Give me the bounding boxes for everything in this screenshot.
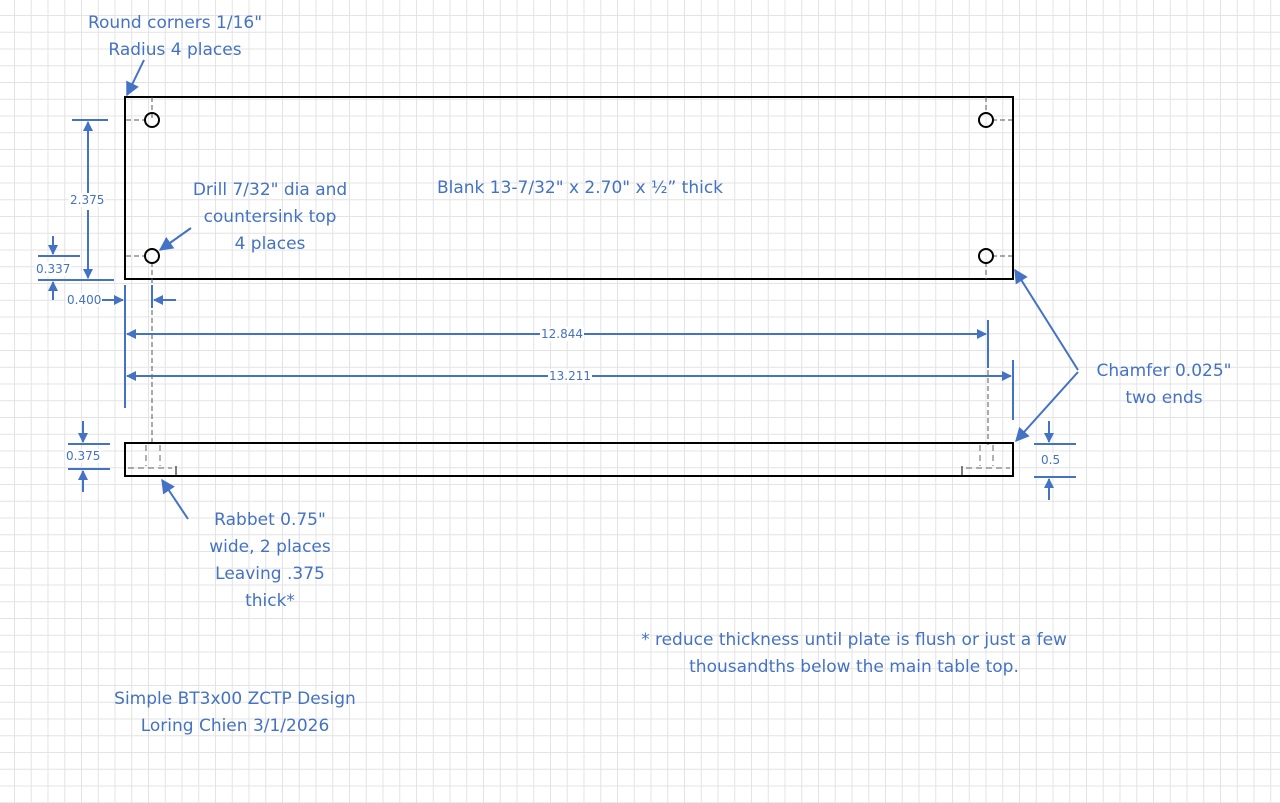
leader-rabbet: [161, 478, 189, 520]
dim-rabbet-thickness: 0.375: [65, 449, 102, 463]
title-block: Simple BT3x00 ZCTP Design Loring Chien 3…: [100, 686, 370, 740]
hole-bottom-right: [978, 248, 994, 264]
hole-top-left: [144, 112, 160, 128]
dim-hole-spacing-horizontal: 12.844: [540, 327, 584, 341]
note-drill-line1: Drill 7/32" dia and: [192, 180, 348, 200]
note-round-corners-line1: Round corners 1/16": [87, 13, 263, 33]
blank-outline-top: [124, 96, 1014, 280]
note-rabbet-line2: wide, 2 places: [209, 537, 331, 557]
note-footnote: * reduce thickness until plate is flush …: [604, 627, 1104, 681]
hole-centerline-extension: [151, 262, 989, 445]
leader-arrows: [126, 59, 1079, 520]
note-rabbet-line1: Rabbet 0.75": [214, 510, 326, 530]
dimension-lines: [38, 119, 1076, 500]
leader-chamfer-bottom: [1015, 371, 1079, 443]
note-rabbet-line4: thick*: [245, 591, 295, 611]
side-view: [124, 442, 1014, 477]
dim-hole-spacing-vertical: 2.375: [69, 193, 106, 207]
leader-chamfer-top: [1014, 268, 1079, 371]
title-block-line2: Loring Chien 3/1/2026: [140, 716, 330, 736]
leader-round-corners: [126, 59, 145, 97]
blank-outline-side: [124, 442, 1014, 477]
note-drill-line3: 4 places: [234, 234, 306, 254]
dim-hole-edge-offset-vertical: 0.337: [35, 262, 72, 276]
hole-centerlines: [126, 97, 1012, 279]
note-footnote-line2: thousandths below the main table top.: [689, 657, 1019, 677]
note-round-corners-line2: Radius 4 places: [108, 40, 242, 60]
title-block-line1: Simple BT3x00 ZCTP Design: [114, 689, 356, 709]
note-chamfer: Chamfer 0.025" two ends: [1084, 358, 1244, 412]
hole-top-right: [978, 112, 994, 128]
note-round-corners: Round corners 1/16" Radius 4 places: [60, 10, 290, 64]
hole-bottom-left: [144, 248, 160, 264]
top-view: [124, 96, 1014, 445]
drill-holes: [144, 112, 994, 264]
dim-overall-thickness: 0.5: [1040, 453, 1062, 467]
note-blank: Blank 13-7/32" x 2.70" x ½” thick: [420, 175, 740, 202]
note-drill-line2: countersink top: [203, 207, 337, 227]
leader-drill: [158, 227, 192, 251]
dim-hole-edge-offset-horizontal: 0.400: [66, 293, 103, 307]
rabbet-hidden-lines: [128, 445, 1010, 469]
note-chamfer-line1: Chamfer 0.025": [1096, 361, 1232, 381]
note-footnote-line1: * reduce thickness until plate is flush …: [641, 630, 1067, 650]
dim-overall-length: 13.211: [548, 369, 592, 383]
note-chamfer-line2: two ends: [1125, 388, 1203, 408]
note-rabbet-line3: Leaving .375: [215, 564, 325, 584]
note-blank-text: Blank 13-7/32" x 2.70" x ½” thick: [436, 178, 724, 198]
note-rabbet: Rabbet 0.75" wide, 2 places Leaving .375…: [190, 507, 350, 615]
note-drill: Drill 7/32" dia and countersink top 4 pl…: [160, 177, 380, 258]
